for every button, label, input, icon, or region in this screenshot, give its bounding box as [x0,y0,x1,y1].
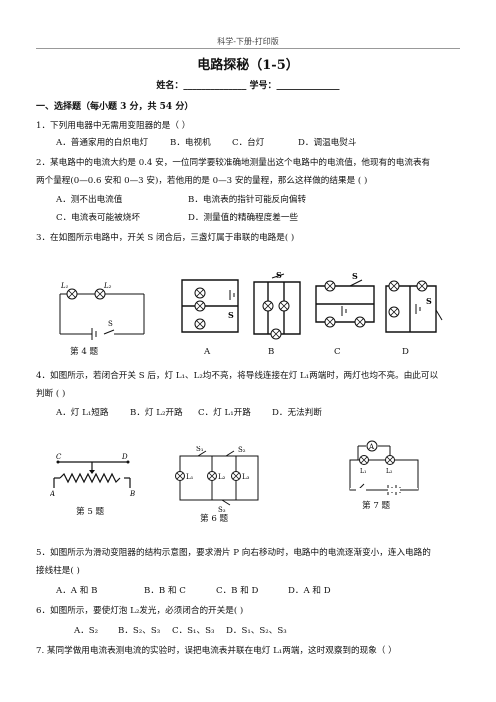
q5-option-c: C．B 和 D [216,586,259,596]
fig6-s3-label: S₃ [218,506,226,512]
q4-stem-line1: 4．如图所示，若闭合开关 S 后，灯 L₁、L₂均不亮，将导线连接在灯 L₁两端… [36,371,439,381]
fig6-s2-label: S₂ [238,446,246,454]
fig5-caption: 第 5 题 [76,507,105,517]
fig4-l1-label: L₁ [60,282,69,290]
figure-4-circuit: L₁ L₂ S [52,282,152,342]
q6-option-c: C．S₁、S₃ [172,626,215,636]
q7-stem: 7. 某同学做用电流表测电流的实验时，误把电流表并联在电灯 L₁两端，这时观察到… [36,646,397,656]
name-row: 姓名：______________ 学号：______________ [156,81,340,91]
q4-option-c: C．灯 L₁开路 [198,408,251,418]
q4-stem-line2: 判断 ( ) [36,389,66,399]
q1-option-b: B．电视机 [170,138,211,148]
q3-stem: 3．在如图所示电路中，开关 S 闭合后，三盏灯属于串联的电路是( ) [36,233,295,243]
q2-option-d: D．测量值的精确程度差一些 [188,213,299,223]
q6-option-b: B．S₂、S₃ [118,626,161,636]
fig7-caption: 第 7 题 [362,501,391,511]
fig5-d-label: D [121,453,128,461]
header-divider [36,48,460,49]
q5-option-d: D．A 和 D [288,586,331,596]
page-title: 电路探秘（1-5） [197,58,299,73]
fig-a-label: A [204,347,211,357]
q1-option-c: C．台灯 [232,138,265,148]
q2-option-b: B．电流表的指针可能反向偏转 [188,195,307,205]
q4-option-a: A．灯 L₁短路 [56,408,109,418]
fig-d-s-label: S [426,296,432,306]
q1-stem: 1．下列用电器中无需用变阻器的是（ ） [36,121,191,131]
figure-7-circuit: A L₁ L₂ [344,432,424,496]
fig6-s1-label: S₁ [196,446,204,453]
fig7-l1-label: L₁ [360,468,366,475]
fig4-caption: 第 4 题 [70,347,99,357]
fig6-caption: 第 6 题 [200,514,229,524]
q1-option-a: A．普通家用的白炽电灯 [56,138,149,148]
q5-option-a: A．A 和 B [56,586,98,596]
fig4-s-label: S [108,320,113,328]
figure-b-circuit: S [250,270,306,346]
fig7-l2-label: L₂ [386,468,393,475]
q5-option-b: B．B 和 C [144,586,186,596]
fig6-l1-label: L₁ [186,473,194,481]
section-title: 一、选择题（每小题 3 分，共 54 分） [36,102,194,112]
q5-stem-line1: 5．如图所示为滑动变阻器的结构示意图，要求滑片 P 向右移动时，电路中的电流逐渐… [36,548,431,558]
figure-a-circuit: S [178,274,242,346]
fig4-l2-label: L₂ [103,282,112,290]
q2-stem-line2: 两个量程(0—0.6 安和 0—3 安)，若他用的是 0—3 安的量程，那么这样… [36,176,368,186]
q6-option-a: A．S₂ [74,626,99,636]
fig6-l2-label: L₂ [218,473,226,481]
q5-stem-line2: 接线柱是( ) [36,566,80,576]
q6-option-d: D．S₁、S₂、S₃ [226,626,287,636]
fig6-l3-label: L₃ [242,473,250,481]
q1-option-d: D．调温电熨斗 [298,138,357,148]
page-header: 科学-下册-打印版 [217,37,279,46]
q4-option-d: D．无法判断 [272,408,322,418]
fig-a-s-label: S [228,310,234,320]
q6-stem: 6．如图所示，要使灯泡 L₂发光，必须闭合的开关是( ) [36,606,244,616]
fig7-ammeter-label: A [368,443,375,451]
fig-c-s-label: S [352,272,358,281]
fig5-a-label: A [50,490,55,498]
fig-b-label: B [268,347,275,357]
q4-option-b: B．灯 L₂开路 [130,408,183,418]
q2-option-c: C．电流表可能被烧坏 [56,213,140,223]
fig-b-s-label: S [276,270,282,280]
figure-c-circuit: S [312,272,378,346]
fig5-b-label: B [129,490,135,498]
fig-d-label: D [402,347,409,357]
q2-option-a: A．测不出电流值 [56,195,123,205]
figure-5-rheostat: C D A B [50,453,135,498]
figure-6-circuit: S₁ S₂ S₃ L₁ L₂ L₃ [172,446,266,512]
figure-d-circuit: S [382,274,446,346]
fig5-c-label: C [56,453,62,461]
fig-c-label: C [334,347,341,357]
q2-stem-line1: 2．某电路中的电流大约是 0.4 安，一位同学要较准确地测量出这个电路中的电流值… [36,158,431,168]
